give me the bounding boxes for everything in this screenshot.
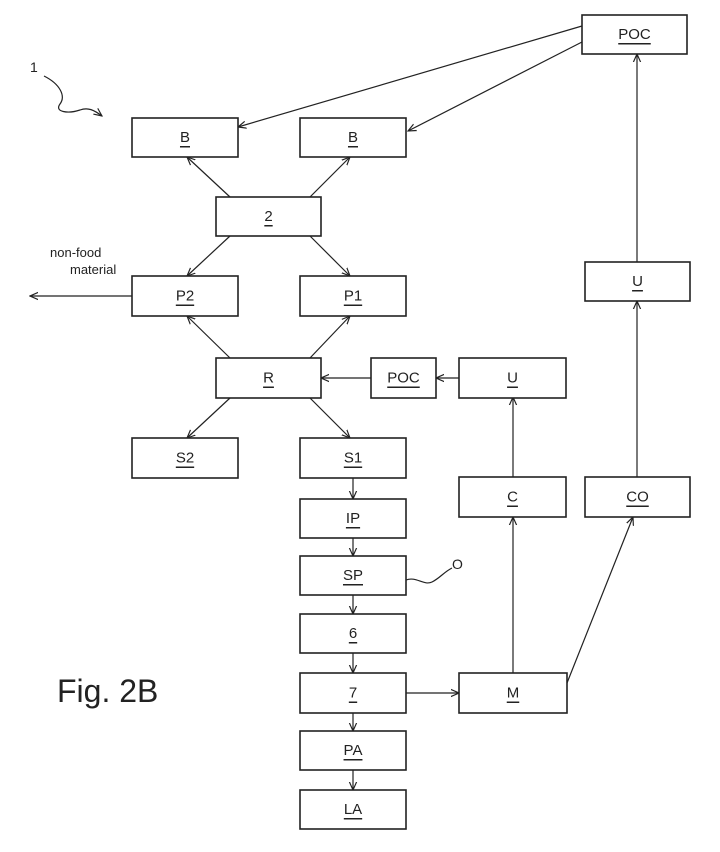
box-c: C bbox=[458, 476, 567, 518]
box-b-left-label: B bbox=[180, 129, 190, 146]
box-ip-label: IP bbox=[346, 510, 360, 527]
box-7-label: 7 bbox=[349, 685, 357, 702]
box-poc-mid: POC bbox=[370, 357, 437, 399]
box-poc-mid-label: POC bbox=[387, 370, 420, 387]
reference-1-label: 1 bbox=[30, 59, 38, 75]
box-u-right: U bbox=[584, 261, 691, 302]
box-la: LA bbox=[299, 789, 407, 830]
box-u-mid: U bbox=[458, 357, 567, 399]
reference-o-label: O bbox=[452, 556, 463, 572]
box-p2: P2 bbox=[131, 275, 239, 317]
box-2: 2 bbox=[215, 196, 322, 237]
edge-r-to-p2 bbox=[187, 316, 231, 359]
box-r-label: R bbox=[263, 370, 274, 387]
edge-m-to-co bbox=[566, 517, 633, 684]
box-2-label: 2 bbox=[264, 208, 272, 225]
box-poc-top: POC bbox=[581, 14, 688, 55]
edge-2-to-p1 bbox=[309, 235, 350, 276]
box-s2-label: S2 bbox=[176, 450, 194, 467]
box-r: R bbox=[215, 357, 322, 399]
box-u-right-label: U bbox=[632, 273, 643, 290]
edge-poc-to-b-left bbox=[238, 25, 583, 127]
boxes: POC B B 2 P2 P1 U R bbox=[131, 14, 691, 830]
box-s2: S2 bbox=[131, 437, 239, 479]
box-s1-label: S1 bbox=[344, 450, 362, 467]
box-m-label: M bbox=[507, 685, 520, 702]
edge-2-to-b-left bbox=[187, 157, 231, 198]
box-7: 7 bbox=[299, 672, 407, 714]
edge-r-to-s1 bbox=[309, 397, 350, 438]
box-sp: SP bbox=[299, 555, 407, 596]
box-la-label: LA bbox=[344, 801, 362, 818]
box-co: CO bbox=[584, 476, 691, 518]
box-ip: IP bbox=[299, 498, 407, 539]
non-food-label-line1: non-food bbox=[50, 245, 101, 260]
box-co-label: CO bbox=[626, 489, 649, 506]
edge-2-to-b-right bbox=[309, 157, 350, 198]
edge-r-to-s2 bbox=[187, 397, 231, 438]
box-6-label: 6 bbox=[349, 625, 357, 642]
box-b-left: B bbox=[131, 117, 239, 158]
box-u-mid-label: U bbox=[507, 370, 518, 387]
box-b-right: B bbox=[299, 117, 407, 158]
box-m: M bbox=[458, 672, 568, 714]
box-b-right-label: B bbox=[348, 129, 358, 146]
box-6: 6 bbox=[299, 613, 407, 654]
reference-o-leader bbox=[405, 567, 453, 584]
box-p1: P1 bbox=[299, 275, 407, 317]
box-poc-top-label: POC bbox=[618, 26, 651, 43]
box-pa-label: PA bbox=[344, 742, 363, 759]
box-p1-label: P1 bbox=[344, 288, 362, 305]
non-food-label-line2: material bbox=[70, 262, 116, 277]
box-s1: S1 bbox=[299, 437, 407, 479]
edge-poc-to-b-right bbox=[408, 41, 583, 131]
reference-1-leader bbox=[43, 75, 102, 116]
figure-title: Fig. 2B bbox=[57, 673, 158, 709]
box-sp-label: SP bbox=[343, 567, 363, 584]
edge-2-to-p2 bbox=[187, 235, 231, 276]
box-p2-label: P2 bbox=[176, 288, 194, 305]
edge-r-to-p1 bbox=[309, 316, 350, 359]
box-pa: PA bbox=[299, 730, 407, 771]
edges bbox=[30, 25, 637, 790]
box-c-label: C bbox=[507, 489, 518, 506]
